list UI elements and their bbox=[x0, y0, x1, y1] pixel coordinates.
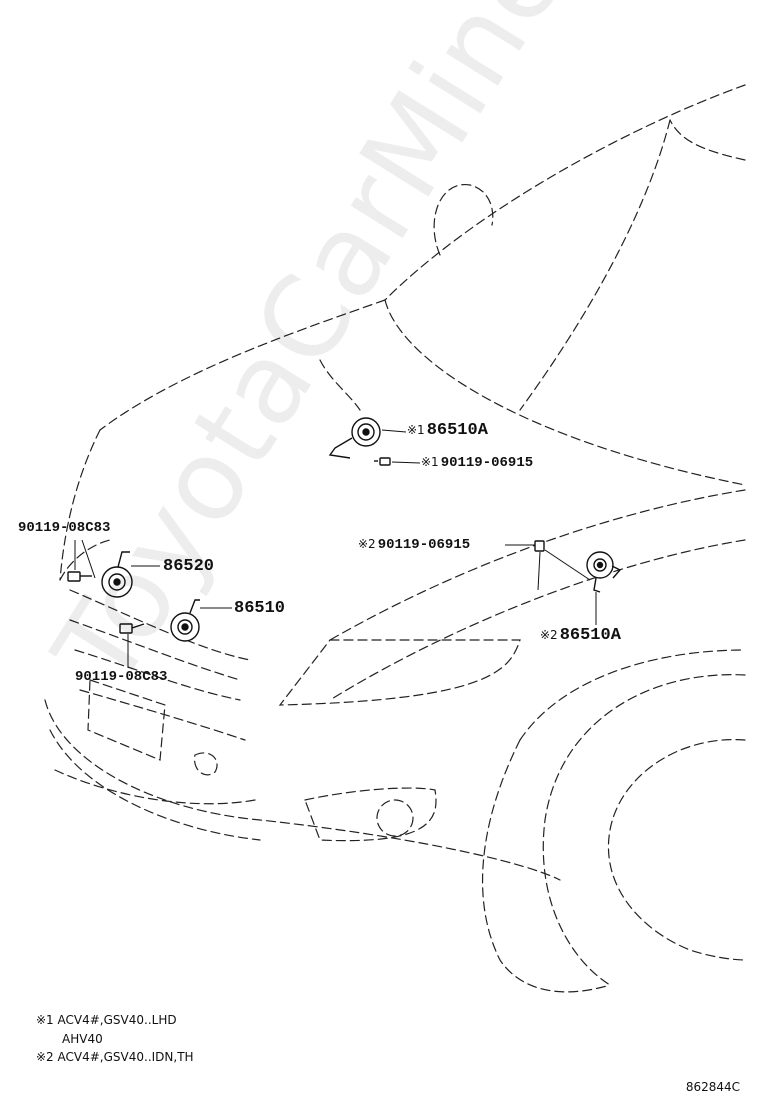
part-number: 86510A bbox=[426, 421, 488, 440]
callout-90119-08C83-upper: 90119-08C83 bbox=[18, 520, 110, 536]
tow-hook-cover bbox=[193, 752, 218, 776]
tire-outline bbox=[542, 674, 746, 986]
bolt-90119-08C83-lower bbox=[119, 623, 145, 634]
horn-86510 bbox=[170, 599, 200, 642]
part-number: 90119-08C83 bbox=[75, 669, 168, 685]
windshield-outline bbox=[384, 84, 746, 301]
footnote-mark: ※2 bbox=[36, 1050, 54, 1064]
horn-86510A-right bbox=[586, 551, 622, 593]
fog-lamp-housing bbox=[304, 787, 437, 842]
footnote-text: ACV4#,GSV40..IDN,TH bbox=[57, 1050, 194, 1064]
horn-86520 bbox=[101, 551, 133, 598]
side-line bbox=[329, 539, 746, 701]
hood-center bbox=[319, 359, 361, 411]
part-number: 86520 bbox=[163, 557, 215, 576]
note-mark: ※2 bbox=[358, 537, 376, 551]
leader-bolt-right-diag bbox=[544, 549, 591, 581]
bolt-90119-06915-right bbox=[534, 540, 545, 552]
footnote-2: ※2 ACV4#,GSV40..IDN,TH bbox=[36, 1050, 194, 1064]
bumper-lower bbox=[49, 729, 261, 841]
part-number: 86510A bbox=[559, 626, 621, 645]
roof-line bbox=[669, 119, 746, 161]
wheel-arch bbox=[519, 649, 746, 741]
footnote-mark: ※1 bbox=[36, 1013, 54, 1027]
note-mark: ※1 bbox=[421, 455, 439, 469]
grille-line-1 bbox=[69, 619, 241, 681]
bolt-90119-08C83-upper bbox=[67, 571, 92, 582]
grille-line-2 bbox=[74, 649, 241, 701]
tire-inner bbox=[608, 739, 746, 961]
license-plate bbox=[87, 679, 166, 761]
footnote-1: ※1 ACV4#,GSV40..LHD bbox=[36, 1013, 177, 1027]
part-number: 86510 bbox=[234, 599, 286, 618]
hood-left-edge bbox=[59, 429, 101, 581]
drawing-code: 862844C bbox=[685, 1080, 740, 1094]
left-headlight-edge bbox=[59, 539, 111, 581]
hood-front-edge bbox=[99, 299, 386, 431]
callout-86510: 86510 bbox=[234, 599, 285, 618]
grille-outline-bottom bbox=[79, 689, 246, 741]
footnote-text: AHV40 bbox=[62, 1032, 103, 1046]
part-number: 90119-06915 bbox=[377, 537, 471, 553]
grille-outline-top bbox=[69, 589, 251, 661]
footnote-text: ACV4#,GSV40..LHD bbox=[57, 1013, 177, 1027]
callout-86520: 86520 bbox=[163, 557, 214, 576]
footnote-1-continued: AHV40 bbox=[62, 1032, 103, 1046]
body-lower bbox=[481, 739, 611, 993]
leader-bolt-top bbox=[391, 461, 421, 464]
horn-86510A-top bbox=[328, 417, 381, 459]
bolt-90119-06915-top bbox=[374, 457, 391, 466]
bumper-line bbox=[44, 699, 561, 881]
callout-90119-08C83-lower: 90119-08C83 bbox=[75, 669, 167, 685]
leader-bolt-right-down bbox=[537, 551, 541, 591]
leader-08C83-upper-b bbox=[81, 539, 96, 579]
bumper-slot bbox=[54, 769, 256, 805]
fender-top bbox=[329, 489, 746, 641]
mirror-shape bbox=[433, 184, 494, 256]
right-headlight bbox=[278, 639, 521, 706]
fog-lamp bbox=[376, 799, 414, 837]
note-mark: ※1 bbox=[407, 423, 425, 437]
hood-crease bbox=[384, 299, 746, 486]
pillar-line bbox=[519, 119, 671, 411]
part-number: 90119-08C83 bbox=[18, 520, 111, 536]
part-number: 90119-06915 bbox=[440, 455, 534, 471]
note-mark: ※2 bbox=[540, 628, 558, 642]
leader-86510A-top bbox=[381, 429, 407, 433]
